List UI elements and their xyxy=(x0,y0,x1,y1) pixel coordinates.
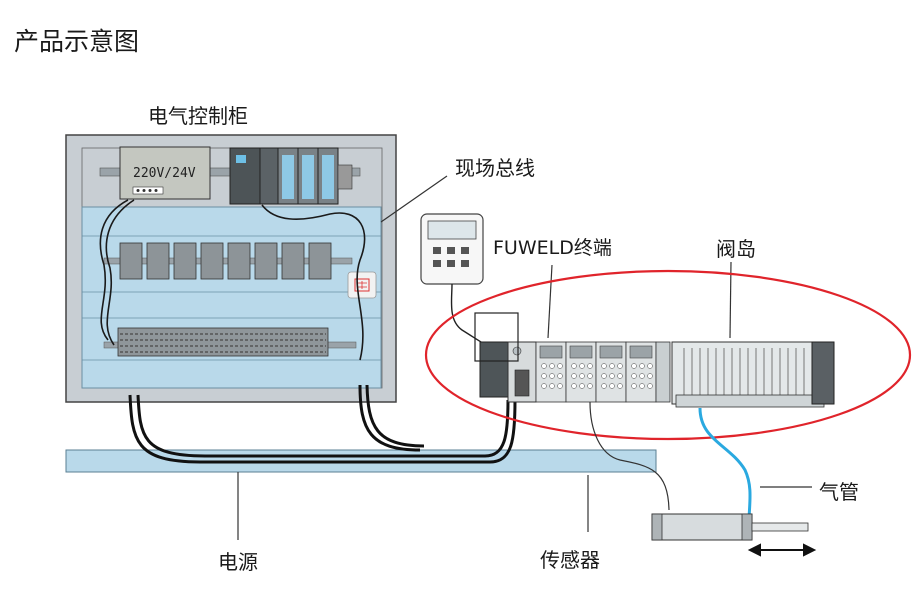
fuweld-terminal xyxy=(474,264,671,403)
power-label: 电源 xyxy=(218,550,258,574)
fuweld-leader xyxy=(547,264,553,339)
relay-row xyxy=(119,242,332,280)
handheld-controller xyxy=(420,213,496,351)
terminal-block-row xyxy=(117,327,329,357)
power-supply-unit xyxy=(119,146,211,200)
main-cables xyxy=(128,384,517,464)
sensor-label: 传感器 xyxy=(540,548,600,572)
highlight-ellipse xyxy=(424,269,912,441)
psu-voltage-text: 220V/24V xyxy=(133,166,196,181)
cabinet-wiring xyxy=(99,199,366,361)
plc-modules xyxy=(229,147,353,205)
air-tube-label: 气管 xyxy=(819,480,859,504)
pneumatic-cylinder xyxy=(651,513,809,541)
cabinet-label: 电气控制柜 xyxy=(148,104,248,128)
page-title: 产品示意图 xyxy=(14,27,140,56)
air-tube xyxy=(698,407,752,519)
zoom-badge-icon xyxy=(347,271,377,299)
valve-island-label: 阀岛 xyxy=(716,237,756,261)
fieldbus-leader xyxy=(380,175,448,223)
sensor-cable xyxy=(589,401,670,511)
fieldbus-label: 现场总线 xyxy=(455,156,535,180)
valve-island xyxy=(671,261,835,408)
motion-arrow-icon xyxy=(747,543,817,557)
fuweld-terminal-label: FUWELD终端 xyxy=(493,237,612,259)
